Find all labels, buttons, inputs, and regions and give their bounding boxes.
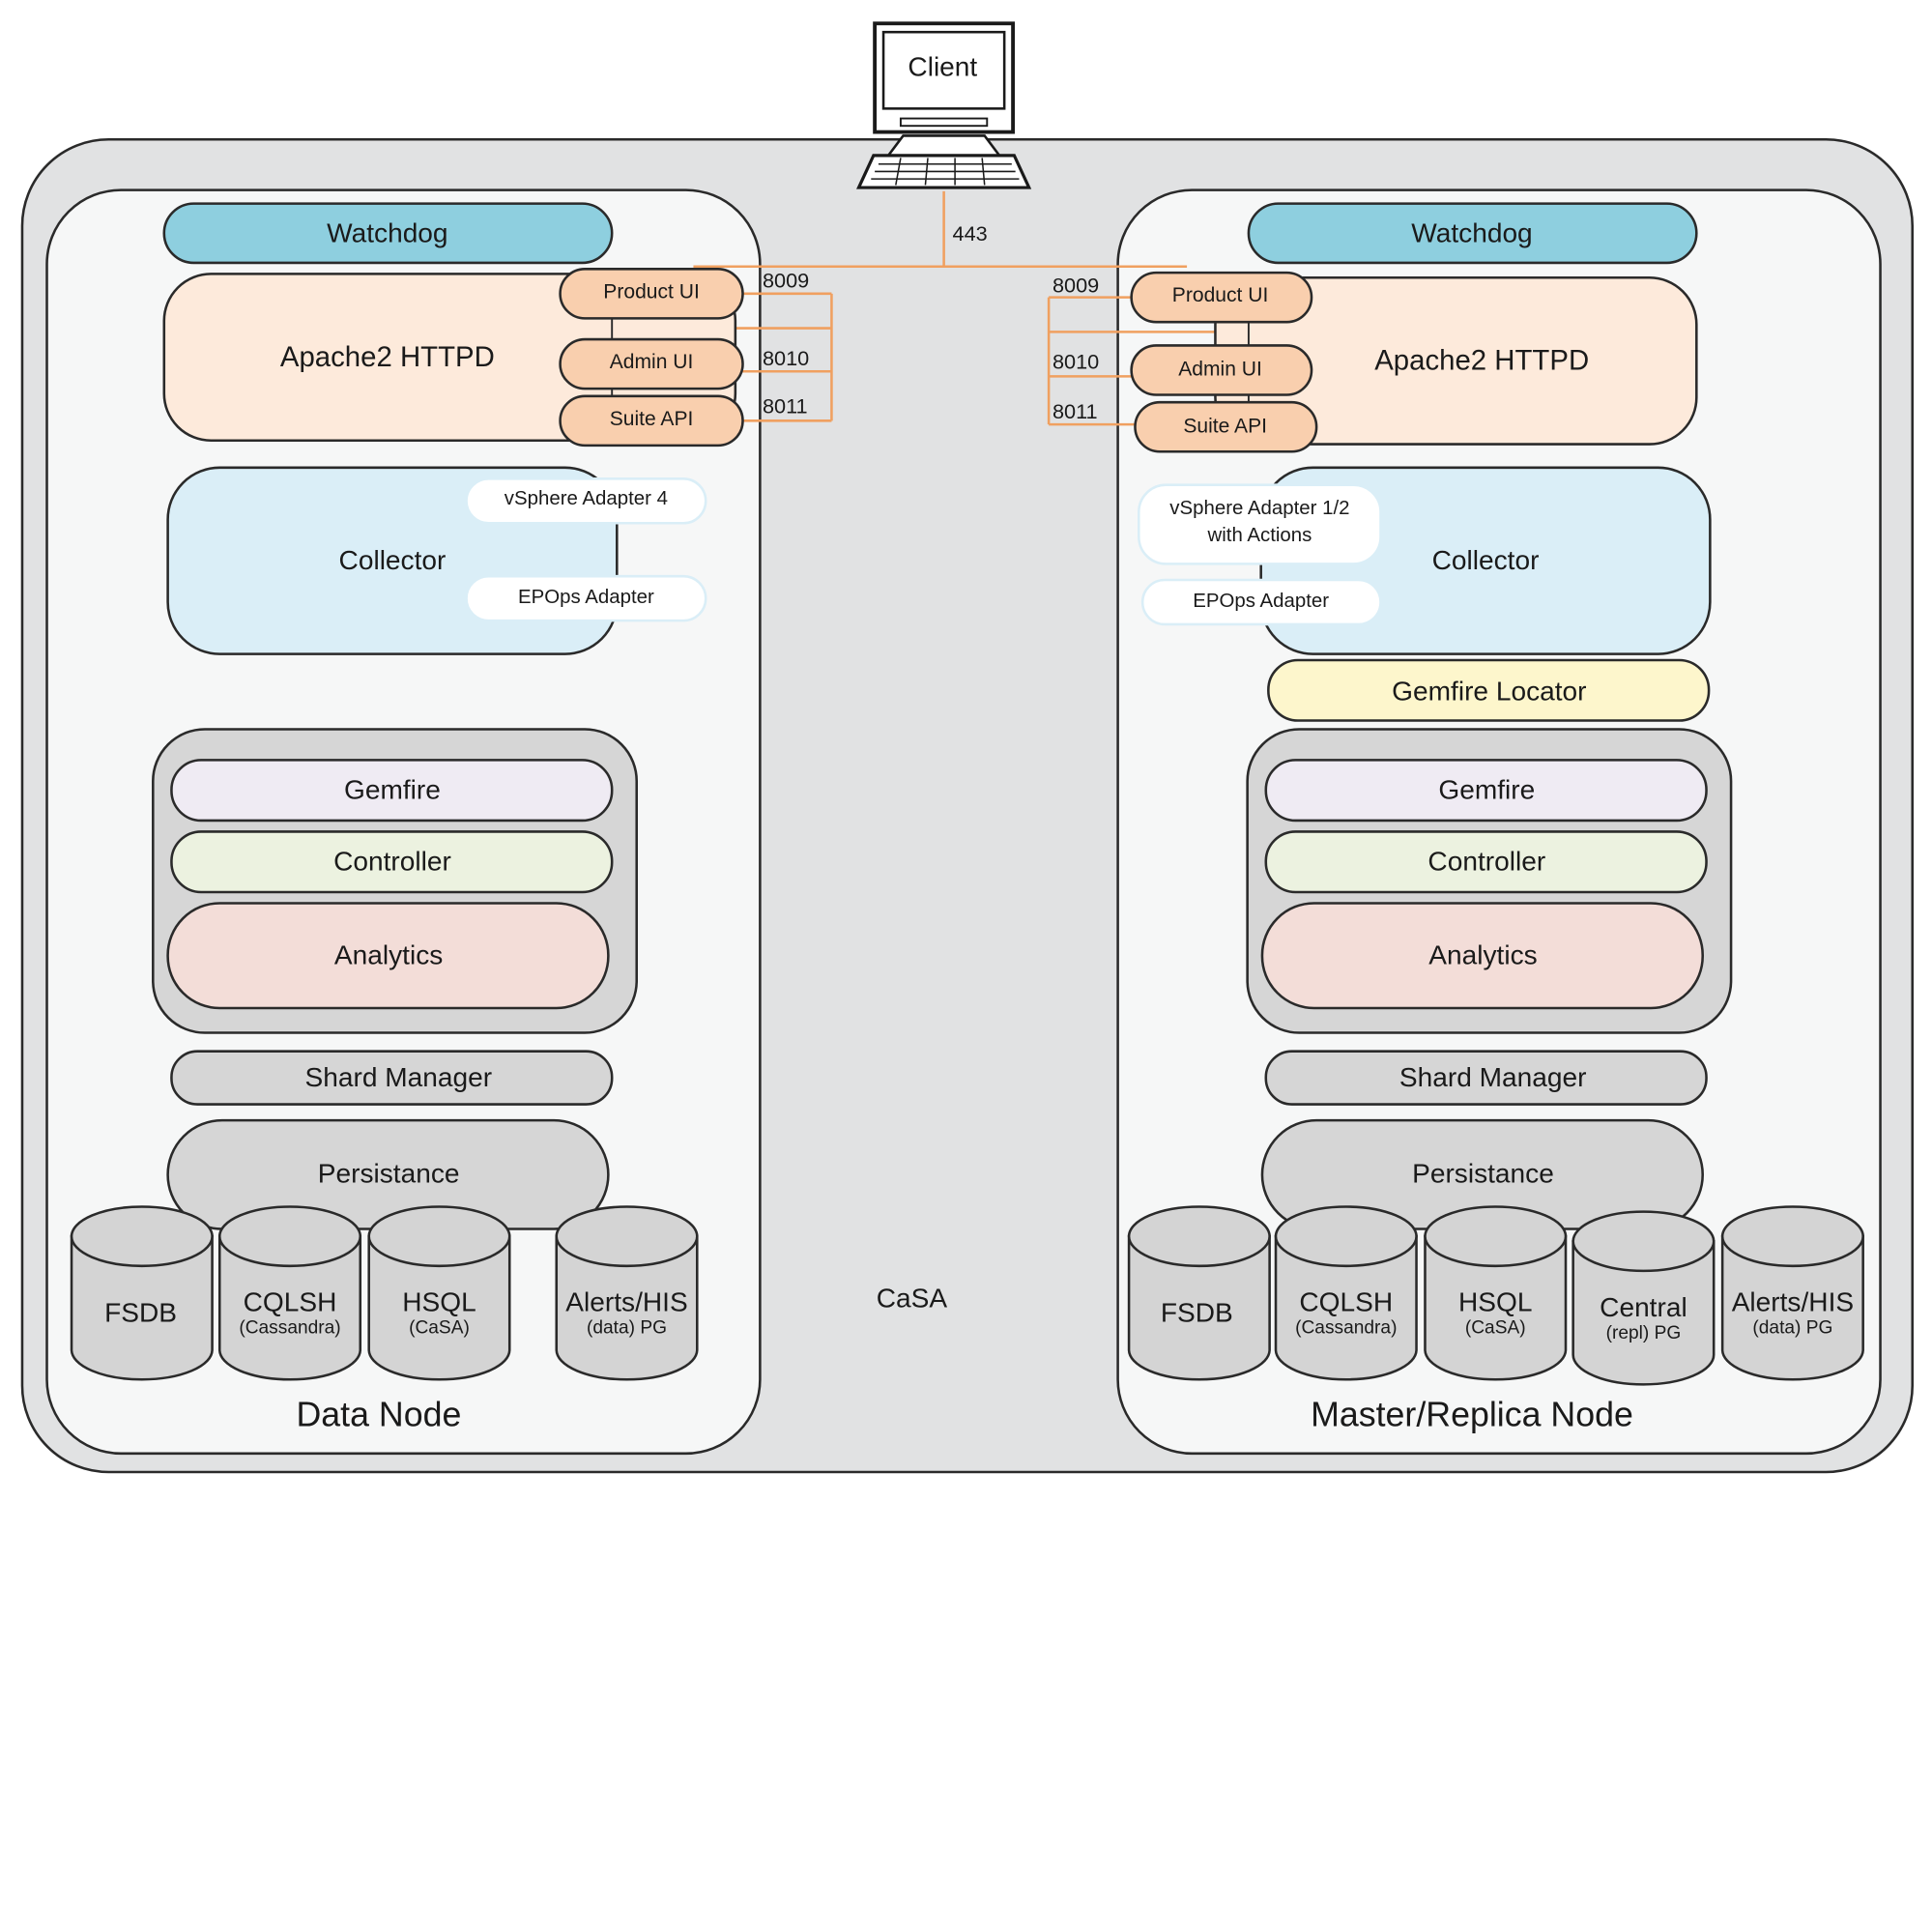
data-cylinder-hsql-top xyxy=(367,1205,511,1268)
master-analytics-label: Analytics xyxy=(1428,939,1538,970)
master-shard-manager-label: Shard Manager xyxy=(1399,1061,1587,1093)
data-db-cqlsh: CQLSH(Cassandra) xyxy=(239,1286,341,1340)
client-label: Client xyxy=(908,50,978,82)
master-port-8011: 8011 xyxy=(1052,399,1098,423)
data-port-8010: 8010 xyxy=(762,346,810,370)
master-gemfire-box xyxy=(1264,759,1708,823)
data-suite-api-label: Suite API xyxy=(609,407,694,430)
data-controller-label: Controller xyxy=(333,845,451,877)
master-cylinder-hsql xyxy=(1424,1234,1568,1381)
client-port-label: 443 xyxy=(952,221,988,246)
master-db-cqlsh: CQLSH(Cassandra) xyxy=(1295,1286,1398,1340)
diagram-canvas xyxy=(20,21,1915,1474)
data-controller-box xyxy=(170,830,614,894)
master-admin-ui-pill xyxy=(1130,344,1313,396)
master-cylinder-fsdb xyxy=(1127,1234,1271,1381)
master-controller-box xyxy=(1264,830,1708,894)
data-admin-ui-pill xyxy=(559,337,744,390)
data-watchdog-box xyxy=(162,202,614,265)
data-db-hsql: HSQL(CaSA) xyxy=(402,1286,476,1340)
data-analytics-label: Analytics xyxy=(333,939,444,970)
data-cylinder-cqlsh xyxy=(217,1234,362,1381)
master-db-central: Central(repl) PG xyxy=(1600,1291,1687,1344)
data-suite-api-pill xyxy=(559,394,744,448)
master-suite-api-pill xyxy=(1134,400,1318,453)
data-product-ui-label: Product UI xyxy=(603,280,700,303)
data-cylinder-cqlsh-top xyxy=(217,1205,362,1268)
master-db-alerts: Alerts/HIS(data) PG xyxy=(1731,1286,1855,1340)
master-product-ui-pill xyxy=(1130,271,1313,324)
master-watchdog-label: Watchdog xyxy=(1411,217,1533,249)
data-shard-manager-label: Shard Manager xyxy=(304,1061,493,1093)
master-gemfire-label: Gemfire xyxy=(1438,773,1536,805)
master-shard-manager-box xyxy=(1264,1050,1708,1106)
master-cylinder-cqlsh xyxy=(1274,1234,1418,1381)
casa-label: CaSA xyxy=(876,1282,948,1314)
data-httpd-label: Apache2 HTTPD xyxy=(279,340,495,373)
data-cylinder-fsdb xyxy=(70,1234,214,1381)
data-adapter-epops-pill xyxy=(465,574,707,622)
data-analytics-box xyxy=(166,902,610,1010)
master-admin-ui-label: Admin UI xyxy=(1178,358,1262,381)
master-adapter-vsphere-sub-label: with Actions xyxy=(1207,525,1312,547)
master-analytics-box xyxy=(1260,902,1704,1010)
master-cylinder-central xyxy=(1572,1239,1716,1386)
data-cylinder-alerts-top xyxy=(555,1205,699,1268)
master-adapter-vsphere-pill xyxy=(1138,483,1382,565)
data-cylinder-fsdb-top xyxy=(70,1205,214,1268)
master-adapter-vsphere-label: vSphere Adapter 1/2 xyxy=(1169,498,1350,520)
data-gemfire-label: Gemfire xyxy=(344,773,441,805)
master-cylinder-alerts xyxy=(1720,1234,1864,1381)
data-watchdog-label: Watchdog xyxy=(327,217,448,249)
master-port-8009: 8009 xyxy=(1052,274,1100,298)
data-db-alerts: Alerts/HIS(data) PG xyxy=(565,1286,688,1340)
data-adapter-epops-label: EPOps Adapter xyxy=(517,587,654,609)
data-db-fsdb: FSDB xyxy=(104,1297,177,1329)
data-cylinder-hsql xyxy=(367,1234,511,1381)
master-httpd-label: Apache2 HTTPD xyxy=(1374,343,1590,377)
master-cylinder-fsdb-top xyxy=(1127,1205,1271,1268)
data-adapter-vsphere-pill xyxy=(465,477,707,525)
data-cylinder-alerts xyxy=(555,1234,699,1381)
master-suite-api-label: Suite API xyxy=(1183,415,1267,438)
master-product-ui-label: Product UI xyxy=(1171,284,1269,307)
master-node-title: Master/Replica Node xyxy=(1311,1395,1633,1434)
master-collector-label: Collector xyxy=(1431,544,1540,576)
master-watchdog-box xyxy=(1247,202,1698,265)
data-gemfire-box xyxy=(170,759,614,823)
data-collector-label: Collector xyxy=(338,544,447,576)
data-adapter-vsphere-label: vSphere Adapter 4 xyxy=(504,488,668,509)
data-persistance-label: Persistance xyxy=(317,1157,460,1189)
data-node-title: Data Node xyxy=(296,1395,462,1434)
data-port-8009: 8009 xyxy=(762,269,810,293)
master-persistance-label: Persistance xyxy=(1412,1157,1554,1189)
client-computer-icon xyxy=(856,21,1032,189)
master-adapter-epops-pill xyxy=(1140,578,1382,626)
data-product-ui-pill xyxy=(559,268,744,320)
master-adapter-epops-label: EPOps Adapter xyxy=(1193,591,1330,612)
data-shard-manager-box xyxy=(170,1050,614,1106)
master-port-8010: 8010 xyxy=(1052,350,1100,374)
master-db-hsql: HSQL(CaSA) xyxy=(1457,1286,1533,1340)
master-cylinder-alerts-top xyxy=(1720,1205,1864,1268)
database-cylinders xyxy=(70,1205,1864,1386)
master-db-fsdb: FSDB xyxy=(1160,1297,1233,1329)
master-cylinder-hsql-top xyxy=(1424,1205,1568,1268)
master-cylinder-cqlsh-top xyxy=(1274,1205,1418,1268)
data-port-8011: 8011 xyxy=(762,394,808,419)
connection-lines xyxy=(604,190,1277,426)
master-cylinder-central-top xyxy=(1572,1210,1716,1273)
master-controller-label: Controller xyxy=(1427,845,1546,877)
master-gemfire-locator-box xyxy=(1267,658,1711,722)
data-admin-ui-label: Admin UI xyxy=(609,351,694,374)
master-gemfire-locator-label: Gemfire Locator xyxy=(1392,675,1587,707)
